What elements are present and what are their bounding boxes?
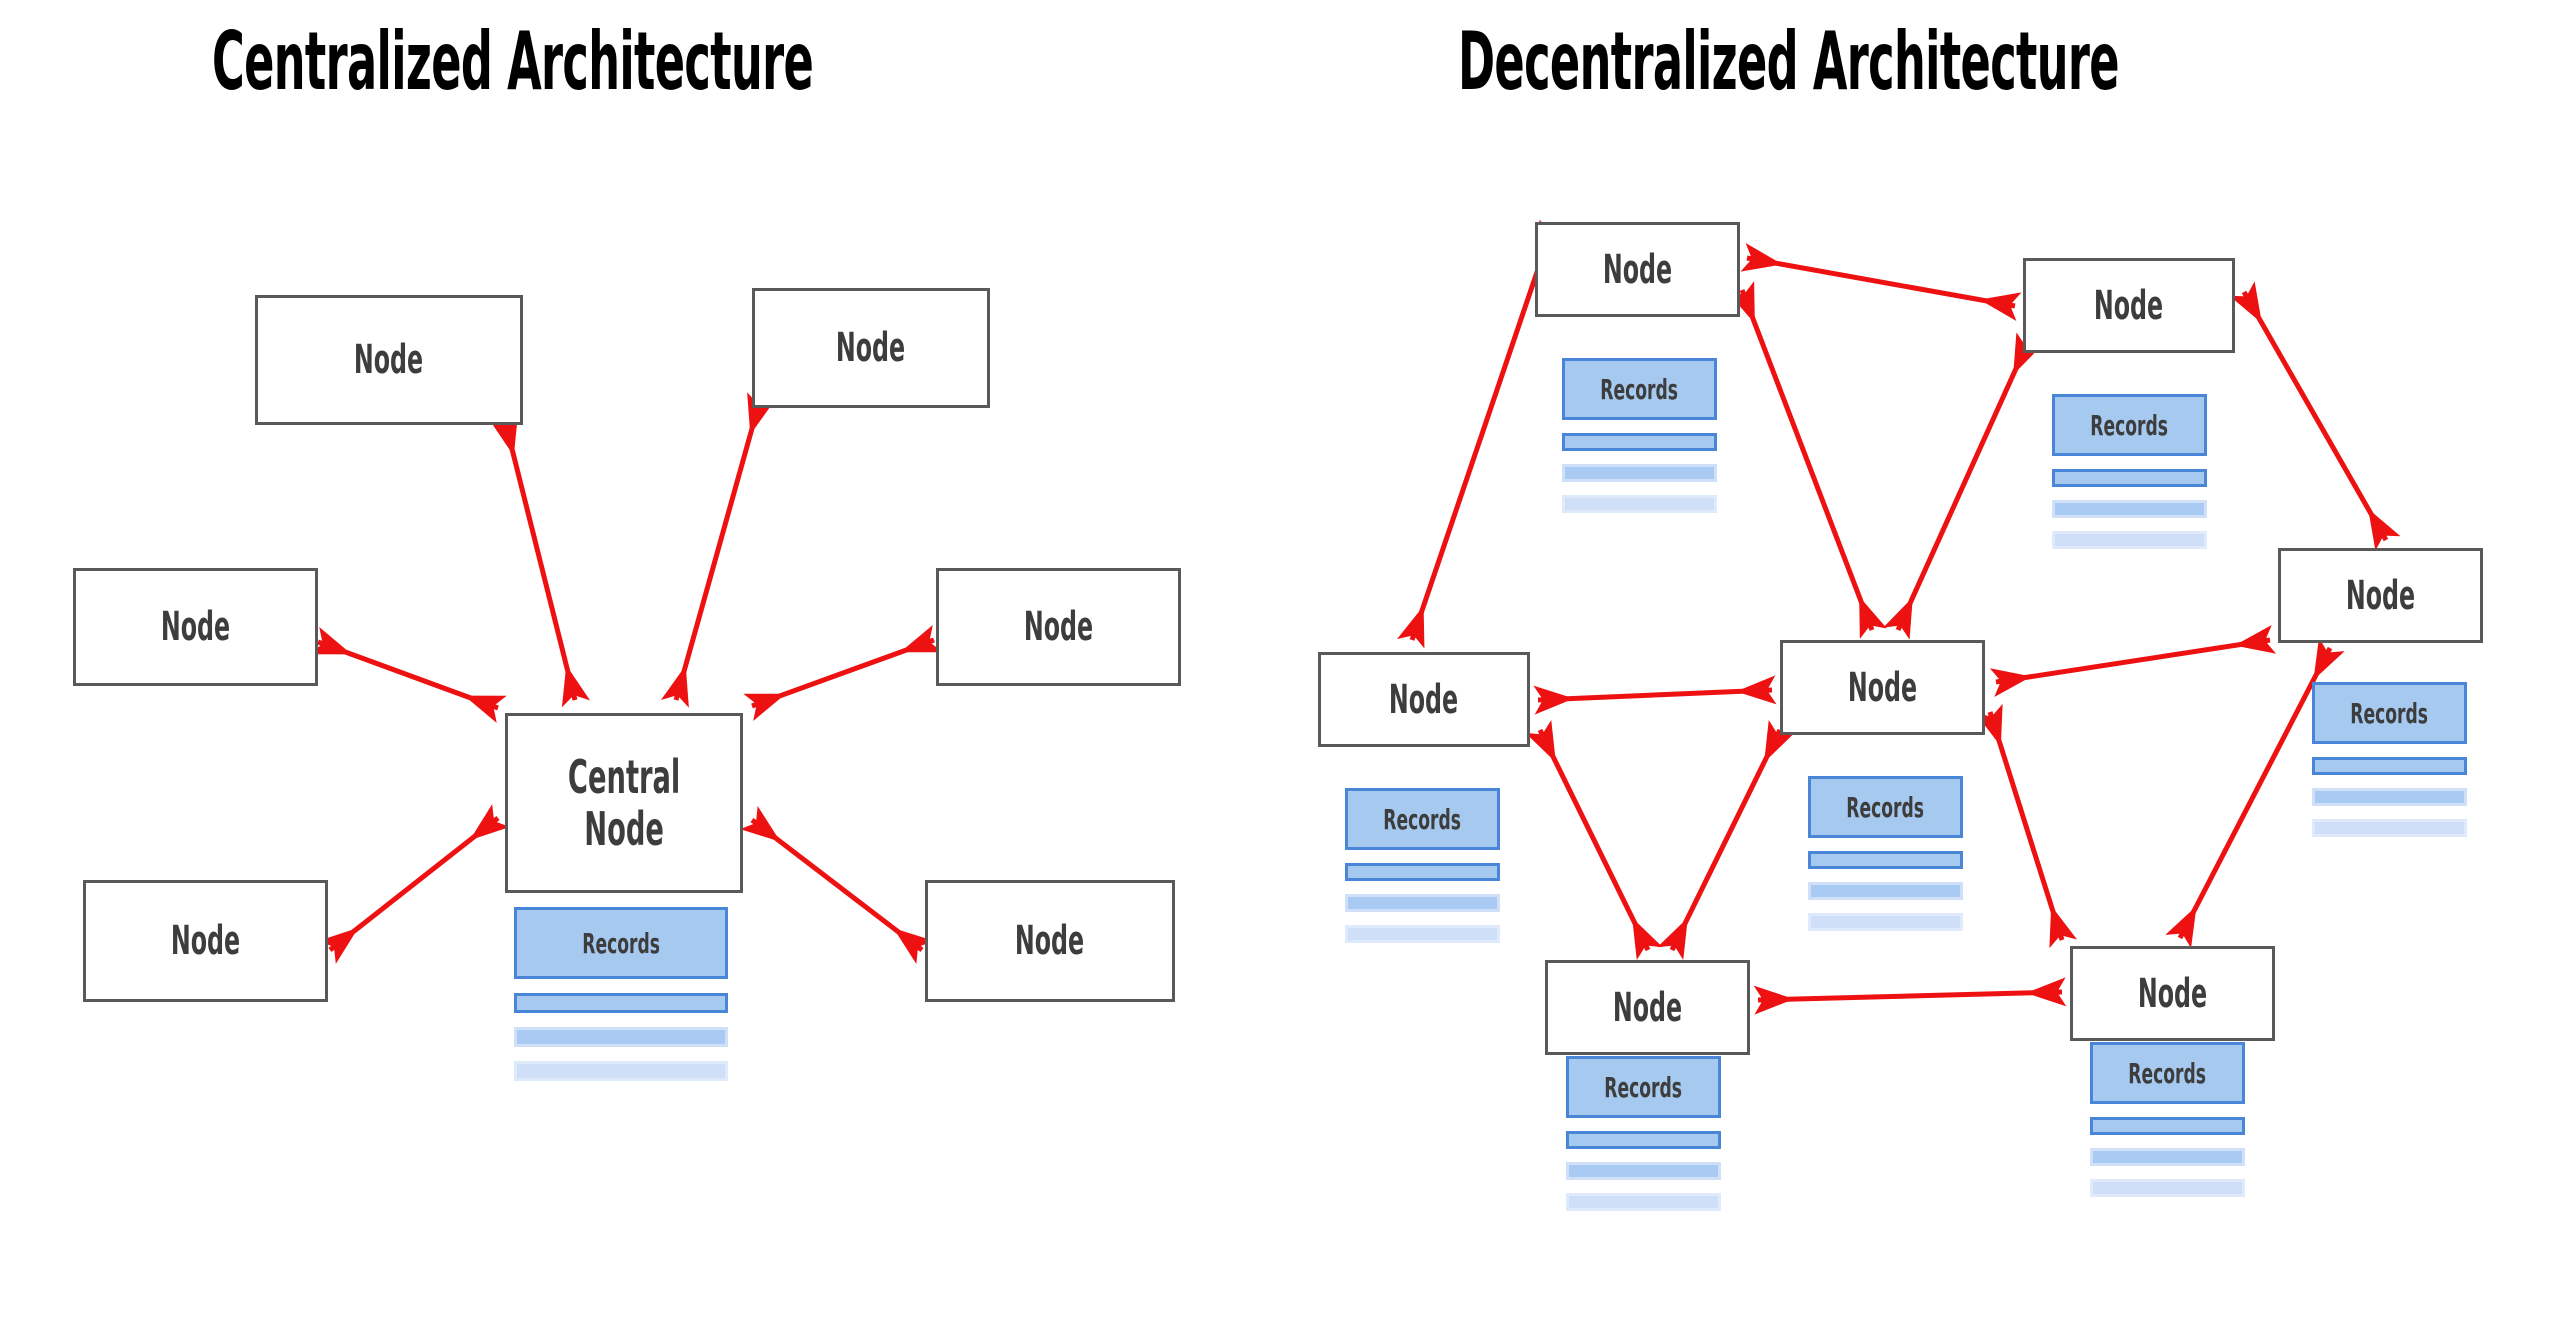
records-label: Records [582, 926, 660, 960]
node-box-c-top-right[interactable]: Node [752, 288, 990, 408]
node-box-d-top-right[interactable]: Node [2023, 258, 2235, 353]
records-bar-2 [2312, 788, 2467, 806]
node-label: Node [1847, 664, 1918, 711]
connection-arrow [1396, 219, 1568, 649]
records-primary-box[interactable]: Records [2090, 1042, 2245, 1104]
node-box-d-center[interactable]: Node [1780, 640, 1985, 735]
node-box-c-bot-left[interactable]: Node [83, 880, 328, 1002]
records-bar-1 [1566, 1131, 1721, 1149]
connection-arrow [660, 392, 776, 708]
records-bar-3 [2090, 1179, 2245, 1197]
connection-arrow [317, 804, 511, 964]
records-primary-box[interactable]: Records [2052, 394, 2207, 456]
records-bar-2 [2090, 1148, 2245, 1166]
node-label: Node [1015, 918, 1085, 964]
records-stack-d-top-right-records: Records [2052, 394, 2207, 549]
records-label: Records [1383, 802, 1462, 836]
records-bar-3 [1345, 925, 1500, 943]
node-box-c-mid-left[interactable]: Node [73, 568, 318, 686]
connection-arrow [740, 806, 934, 964]
records-bar-3 [2312, 819, 2467, 837]
records-label: Records [2128, 1056, 2207, 1090]
records-stack-d-center-records: Records [1808, 776, 1963, 931]
node-label: Node [1612, 984, 1683, 1031]
node-box-d-left[interactable]: Node [1318, 652, 1530, 747]
node-label: Node [160, 604, 231, 650]
records-bar-1 [1345, 863, 1500, 881]
records-primary-box[interactable]: Records [2312, 682, 2467, 744]
panel-title-centralized: Centralized Architecture [212, 15, 814, 108]
records-primary-box[interactable]: Records [514, 907, 728, 979]
records-stack-d-left-records: Records [1345, 788, 1500, 943]
records-stack-d-bottom-left-records: Records [1566, 1056, 1721, 1211]
connection-arrow [2229, 281, 2401, 551]
connection-arrow [1753, 977, 2067, 1015]
records-bar-1 [514, 993, 728, 1013]
panel-title-decentralized: Decentralized Architecture [1458, 15, 2120, 108]
node-label: Node [1389, 676, 1459, 723]
node-box-c-bot-right[interactable]: Node [925, 880, 1175, 1002]
records-label: Records [1604, 1070, 1683, 1104]
connection-arrow [1989, 625, 2277, 697]
records-bar-3 [514, 1061, 728, 1081]
records-bar-2 [1562, 464, 1717, 482]
records-primary-box[interactable]: Records [1345, 788, 1500, 850]
node-box-d-bottom-left[interactable]: Node [1545, 960, 1750, 1055]
records-label: Records [1846, 790, 1925, 824]
records-bar-3 [1808, 913, 1963, 931]
records-bar-3 [1562, 495, 1717, 513]
node-box-d-bottom-right[interactable]: Node [2070, 946, 2275, 1041]
records-bar-3 [2052, 531, 2207, 549]
node-label: Central Node [567, 750, 681, 856]
node-label: Node [1602, 246, 1673, 293]
records-stack-d-right-records: Records [2312, 682, 2467, 837]
records-bar-1 [2052, 469, 2207, 487]
records-bar-2 [2052, 500, 2207, 518]
node-box-c-top-left[interactable]: Node [255, 295, 523, 425]
records-primary-box[interactable]: Records [1562, 358, 1717, 420]
node-label: Node [2094, 282, 2164, 329]
records-bar-1 [1808, 851, 1963, 869]
node-box-d-top-left[interactable]: Node [1535, 222, 1740, 317]
records-stack-c-central-records: Records [514, 907, 728, 1081]
connection-arrow [1740, 243, 2022, 321]
connection-arrow [1974, 703, 2078, 949]
records-primary-box[interactable]: Records [1566, 1056, 1721, 1118]
records-bar-1 [2312, 757, 2467, 775]
records-bar-1 [1562, 433, 1717, 451]
records-bar-2 [514, 1027, 728, 1047]
node-box-c-mid-right[interactable]: Node [936, 568, 1181, 686]
node-label: Node [2345, 572, 2416, 619]
records-bar-2 [1566, 1162, 1721, 1180]
node-box-c-central[interactable]: Central Node [505, 713, 743, 893]
node-label: Node [836, 325, 906, 371]
records-stack-d-top-left-records: Records [1562, 358, 1717, 513]
connection-arrow [2165, 637, 2345, 949]
node-label: Node [170, 918, 241, 964]
records-label: Records [2090, 408, 2169, 442]
records-bar-2 [1345, 894, 1500, 912]
connection-arrow [1883, 332, 2043, 640]
records-label: Records [2350, 696, 2429, 730]
node-box-d-right[interactable]: Node [2278, 548, 2483, 643]
connection-arrow [309, 627, 507, 723]
connection-arrow [1727, 281, 1887, 639]
connection-arrow [1525, 720, 1663, 960]
records-bar-1 [2090, 1117, 2245, 1135]
records-primary-box[interactable]: Records [1808, 776, 1963, 838]
connection-arrow [1657, 720, 1795, 960]
connection-arrow [743, 625, 943, 721]
node-label: Node [2137, 970, 2208, 1017]
connection-arrow [489, 413, 591, 708]
node-label: Node [354, 337, 424, 383]
connection-arrow [1533, 675, 1777, 715]
records-label: Records [1600, 372, 1679, 406]
records-bar-3 [1566, 1193, 1721, 1211]
records-bar-2 [1808, 882, 1963, 900]
records-stack-d-bottom-right-records: Records [2090, 1042, 2245, 1197]
node-label: Node [1023, 604, 1094, 650]
